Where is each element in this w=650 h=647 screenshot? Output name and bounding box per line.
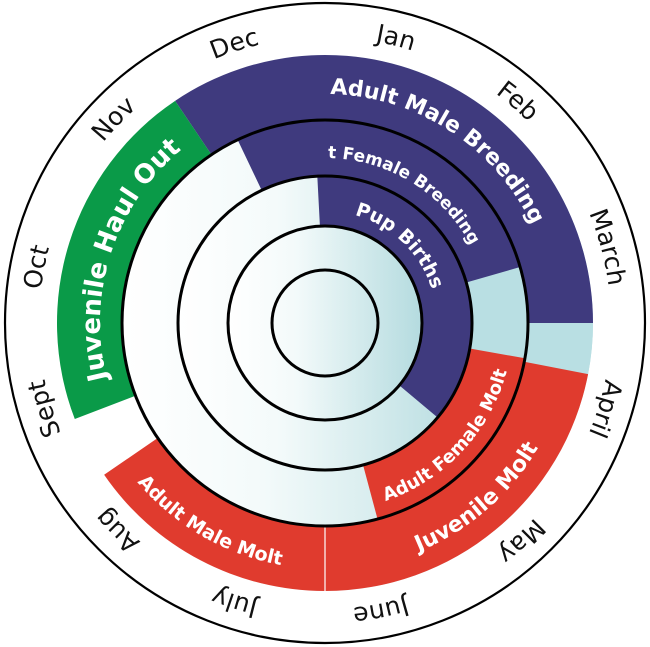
adult-male-breeding-segment <box>175 54 594 323</box>
ring-outline <box>120 118 530 528</box>
pup-births-segment <box>317 176 472 418</box>
center-disc <box>228 226 422 420</box>
juvenile-haul-out-segment <box>56 100 212 420</box>
outer-idle-segment <box>74 395 159 477</box>
ring-outline <box>226 224 424 422</box>
ring-outline <box>176 174 474 472</box>
middle-idle-segment <box>466 267 528 359</box>
outer-idle-segment <box>524 323 593 375</box>
ring-outline <box>270 268 380 378</box>
juvenile-molt-segment <box>325 361 589 591</box>
adult-female-molt-segment <box>363 348 525 520</box>
adult-female-breeding-segment <box>237 120 521 283</box>
adult-male-molt-segment <box>104 437 325 591</box>
ring-outline <box>3 1 647 645</box>
